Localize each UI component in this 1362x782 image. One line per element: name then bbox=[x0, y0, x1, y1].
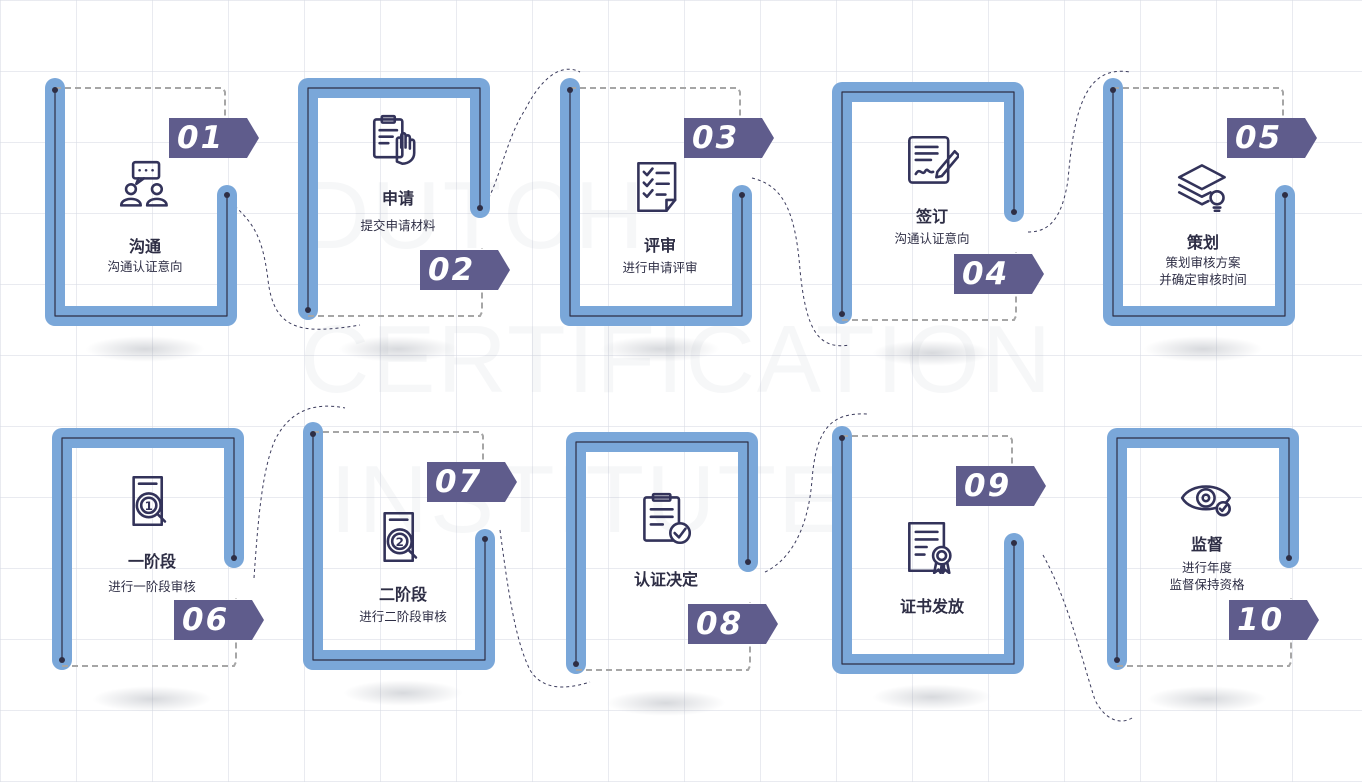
connector-07-08 bbox=[499, 529, 591, 688]
connector-09-10 bbox=[1042, 554, 1133, 722]
watermark-line-2: CERTIFICATION bbox=[300, 312, 1053, 408]
step-description: 进行申请评审 bbox=[560, 259, 760, 276]
layers-bulb-icon bbox=[1176, 160, 1230, 218]
step-number-badge: 07 bbox=[427, 462, 517, 502]
step-description-line: 进行年度 bbox=[1181, 560, 1232, 575]
step-description-line: 进行申请评审 bbox=[622, 260, 698, 275]
step-number-badge: 01 bbox=[169, 118, 259, 158]
step-title: 认证决定 bbox=[633, 570, 698, 589]
card-shadow bbox=[1143, 336, 1263, 362]
step-card-05: 策划策划审核方案并确定审核时间 05 bbox=[1103, 78, 1317, 362]
step-description: 沟通认证意向 bbox=[45, 258, 245, 275]
step-title: 申请 bbox=[381, 189, 414, 208]
connector-03-04 bbox=[751, 177, 851, 347]
step-card-04: 签订沟通认证意向 04 bbox=[832, 82, 1044, 366]
step-number-badge: 06 bbox=[174, 600, 264, 640]
connector-08-09 bbox=[764, 413, 869, 573]
step-description-line: 监督保持资格 bbox=[1169, 577, 1245, 592]
step-description-line: 进行二阶段审核 bbox=[359, 609, 447, 624]
step-number: 08 bbox=[696, 606, 744, 642]
chat-people-icon bbox=[118, 160, 172, 218]
step-number-badge: 04 bbox=[954, 254, 1044, 294]
step-card-02: 申请提交申请材料 02 bbox=[298, 78, 510, 362]
step-description-line: 进行一阶段审核 bbox=[108, 579, 196, 594]
step-description-line: 并确定审核时间 bbox=[1159, 272, 1247, 287]
contract-sign-icon bbox=[905, 134, 961, 192]
step-number: 03 bbox=[692, 120, 740, 156]
step-description-line: 沟通认证意向 bbox=[107, 259, 183, 274]
step-number: 10 bbox=[1237, 602, 1285, 638]
card-shadow bbox=[338, 336, 458, 362]
step-description: 提交申请材料 bbox=[298, 217, 498, 234]
stage-two-search-icon: 2 bbox=[376, 510, 430, 568]
step-number-badge: 10 bbox=[1229, 600, 1319, 640]
step-card-09: 证书发放 09 bbox=[832, 426, 1046, 710]
step-card-01: 沟通沟通认证意向 01 bbox=[45, 78, 259, 362]
step-title: 策划 bbox=[1186, 233, 1219, 252]
step-description: 策划审核方案并确定审核时间 bbox=[1103, 254, 1303, 288]
step-title: 证书发放 bbox=[899, 597, 964, 616]
step-card-10: 监督进行年度监督保持资格 10 bbox=[1107, 428, 1319, 712]
svg-text:1: 1 bbox=[145, 499, 153, 513]
step-number: 09 bbox=[964, 468, 1012, 504]
card-shadow bbox=[606, 690, 726, 716]
connector-05-06 bbox=[253, 405, 346, 579]
step-number: 01 bbox=[177, 120, 225, 156]
step-title: 监督 bbox=[1190, 535, 1223, 554]
step-number: 05 bbox=[1235, 120, 1283, 156]
step-description-line: 策划审核方案 bbox=[1165, 255, 1241, 270]
step-description: 进行年度监督保持资格 bbox=[1107, 559, 1307, 593]
step-card-06: 1 一阶段进行一阶段审核 06 bbox=[52, 428, 264, 712]
approved-document-icon bbox=[639, 492, 693, 550]
step-card-03: 评审进行申请评审 03 bbox=[560, 78, 774, 362]
step-description-line: 提交申请材料 bbox=[360, 218, 436, 233]
step-number: 04 bbox=[962, 256, 1010, 292]
stage-one-search-icon: 1 bbox=[125, 474, 179, 532]
step-title: 签订 bbox=[915, 207, 948, 226]
checklist-icon bbox=[633, 160, 687, 218]
step-number-badge: 09 bbox=[956, 466, 1046, 506]
svg-text:2: 2 bbox=[396, 535, 404, 549]
card-shadow bbox=[85, 336, 205, 362]
clipboard-hand-icon bbox=[371, 114, 425, 172]
step-number: 02 bbox=[428, 252, 476, 288]
step-card-08: 认证决定 08 bbox=[566, 432, 778, 716]
card-shadow bbox=[1147, 686, 1267, 712]
card-shadow bbox=[343, 680, 463, 706]
step-description: 进行一阶段审核 bbox=[52, 578, 252, 595]
step-number-badge: 02 bbox=[420, 250, 510, 290]
card-shadow bbox=[92, 686, 212, 712]
connector-02-03 bbox=[481, 68, 581, 209]
step-number-badge: 08 bbox=[688, 604, 778, 644]
step-title: 沟通 bbox=[128, 237, 161, 256]
connector-01-02 bbox=[225, 197, 361, 330]
step-title: 二阶段 bbox=[378, 585, 427, 604]
card-shadow bbox=[872, 684, 992, 710]
certificate-icon bbox=[905, 520, 959, 578]
step-title: 一阶段 bbox=[127, 552, 176, 571]
step-description: 沟通认证意向 bbox=[832, 230, 1032, 247]
step-title: 评审 bbox=[643, 236, 676, 255]
card-shadow bbox=[600, 336, 720, 362]
step-number: 06 bbox=[182, 602, 230, 638]
step-card-07: 2 二阶段进行二阶段审核 07 bbox=[303, 422, 517, 706]
step-number: 07 bbox=[435, 464, 483, 500]
step-description-line: 沟通认证意向 bbox=[894, 231, 970, 246]
step-number-badge: 05 bbox=[1227, 118, 1317, 158]
card-shadow bbox=[872, 340, 992, 366]
eye-monitor-icon bbox=[1180, 472, 1234, 530]
step-number-badge: 03 bbox=[684, 118, 774, 158]
step-description: 进行二阶段审核 bbox=[303, 608, 503, 625]
